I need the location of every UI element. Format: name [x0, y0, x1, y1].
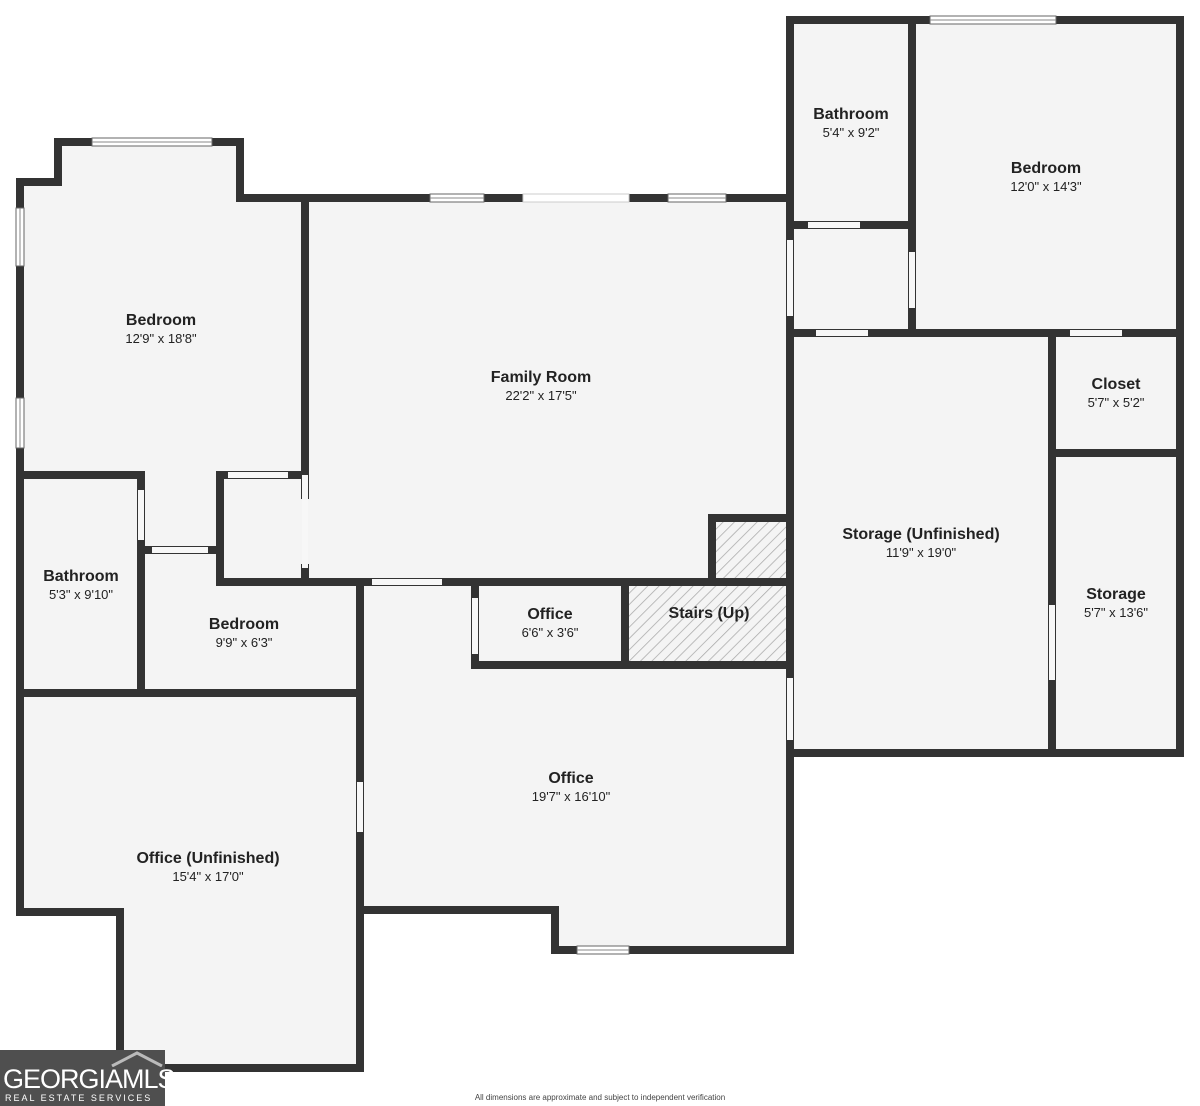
- door-openings: [138, 222, 1122, 832]
- house-roof-icon: [111, 1051, 163, 1067]
- room-dimensions: 6'6" x 3'6": [521, 625, 579, 640]
- room-label-storage: Storage 5'7" x 13'6": [1084, 585, 1148, 621]
- room-dimensions: 15'4" x 17'0": [172, 869, 244, 884]
- room-name: Office: [548, 770, 594, 787]
- room-name: Bedroom: [125, 312, 197, 329]
- walls: [16, 16, 1184, 1072]
- room-name: Office: [527, 606, 573, 623]
- room-label-stairs: Stairs (Up): [669, 604, 750, 623]
- room-label-family-room: Family Room 22'2" x 17'5": [491, 368, 591, 404]
- windows: [15, 15, 1057, 955]
- georgia-mls-logo: GEORGIAMLS REAL ESTATE SERVICES: [0, 1050, 176, 1106]
- logo-subtitle: REAL ESTATE SERVICES: [5, 1093, 153, 1103]
- room-name: Storage (Unfinished): [842, 526, 1000, 543]
- room-label-office-large: Office 19'7" x 16'10": [532, 769, 611, 805]
- room-floors: [20, 20, 1180, 1068]
- room-dimensions: 5'7" x 5'2": [1087, 395, 1145, 410]
- room-dimensions: 11'9" x 19'0": [885, 545, 957, 560]
- room-name: Family Room: [490, 369, 592, 386]
- room-label-office-small: Office 6'6" x 3'6": [522, 605, 579, 641]
- disclaimer-text: All dimensions are approximate and subje…: [474, 1093, 726, 1102]
- room-label-bedroom-left: Bedroom 12'9" x 18'8": [125, 311, 196, 347]
- room-label-closet: Closet 5'7" x 5'2": [1088, 375, 1145, 411]
- room-dimensions: 22'2" x 17'5": [505, 388, 577, 403]
- room-dimensions: 5'3" x 9'10": [48, 587, 114, 602]
- room-label-bathroom-left: Bathroom 5'3" x 9'10": [43, 567, 119, 603]
- room-name: Bathroom: [813, 106, 889, 123]
- room-name: Storage: [1086, 586, 1146, 603]
- room-label-bathroom-top: Bathroom 5'4" x 9'2": [813, 105, 889, 141]
- room-name: Stairs (Up): [668, 605, 750, 622]
- room-label-storage-unfinished: Storage (Unfinished) 11'9" x 19'0": [842, 525, 999, 561]
- room-dimensions: 9'9" x 6'3": [215, 635, 273, 650]
- room-label-bedroom-small: Bedroom 9'9" x 6'3": [209, 615, 279, 651]
- room-name: Bedroom: [208, 616, 280, 633]
- room-label-bedroom-right: Bedroom 12'0" x 14'3": [1010, 159, 1081, 195]
- room-dimensions: 12'9" x 18'8": [125, 331, 197, 346]
- room-dimensions: 12'0" x 14'3": [1010, 179, 1082, 194]
- room-name: Bedroom: [1010, 160, 1082, 177]
- room-dimensions: 5'7" x 13'6": [1083, 605, 1149, 620]
- logo-text: GEORGIAMLS: [3, 1064, 176, 1094]
- room-label-office-unfinished: Office (Unfinished) 15'4" x 17'0": [136, 849, 279, 885]
- room-name: Office (Unfinished): [136, 850, 280, 867]
- room-name: Bathroom: [43, 568, 119, 585]
- room-dimensions: 19'7" x 16'10": [531, 789, 611, 804]
- room-name: Closet: [1091, 376, 1141, 393]
- room-dimensions: 5'4" x 9'2": [822, 125, 880, 140]
